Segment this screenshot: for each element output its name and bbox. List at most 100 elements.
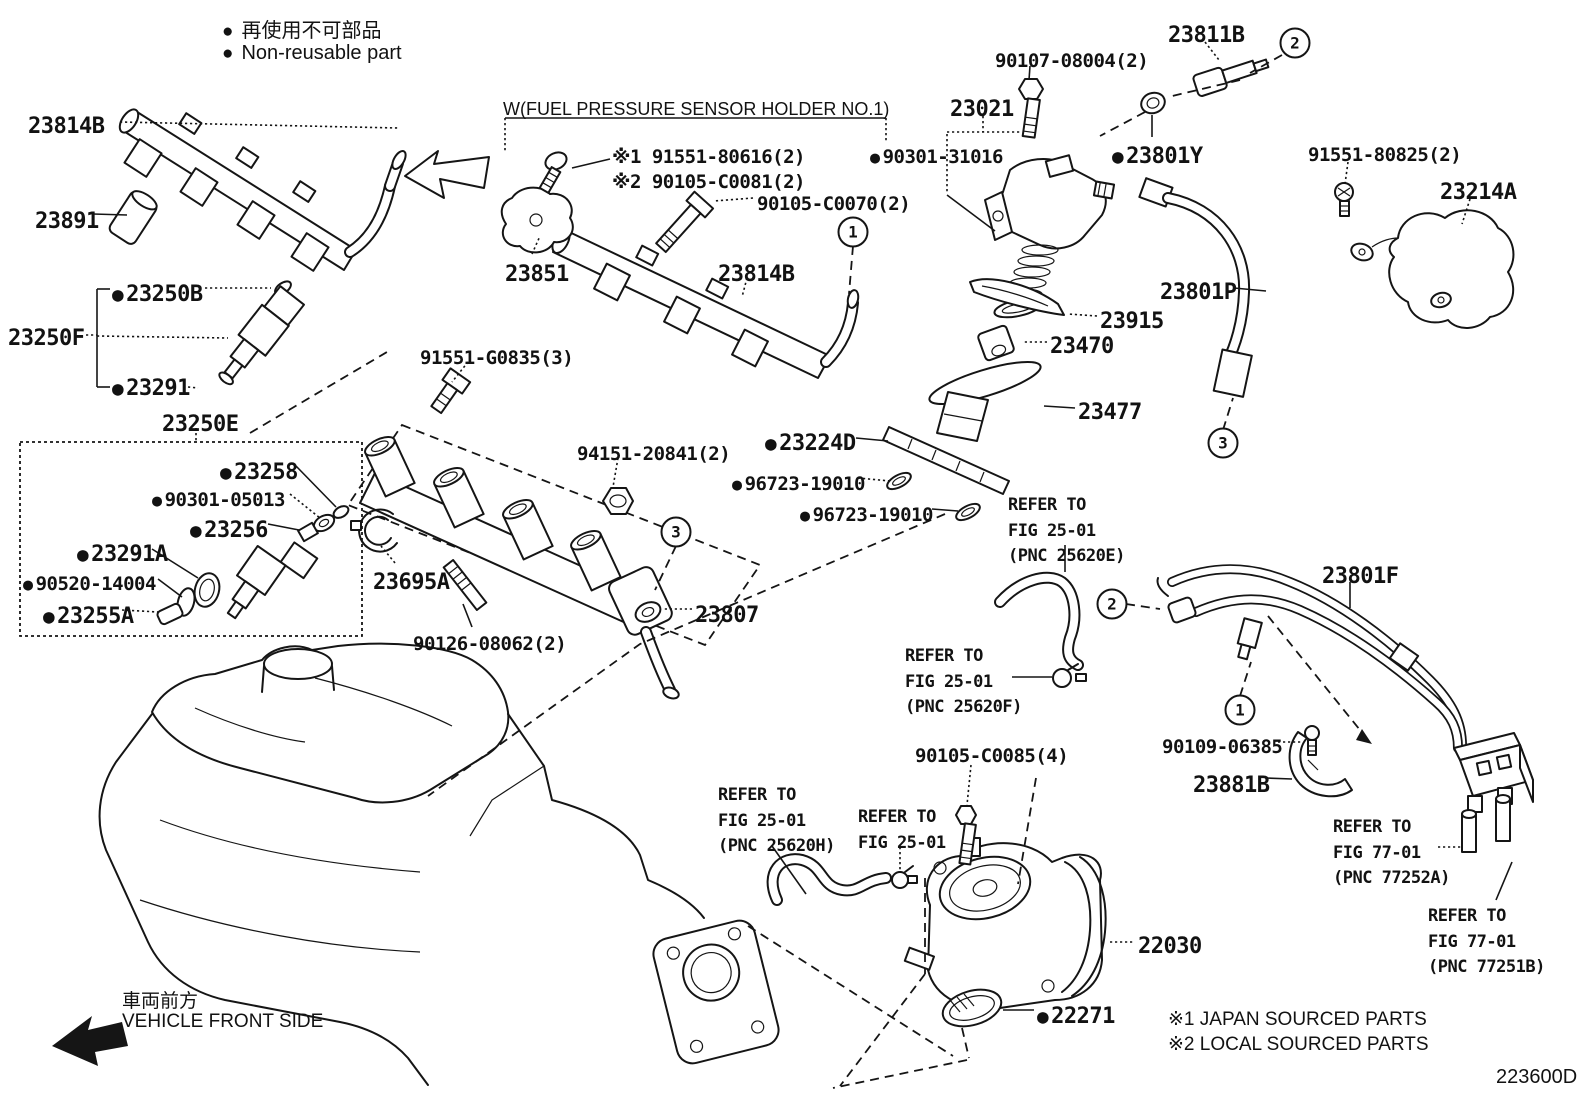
part-number-text: 23801P [1160, 280, 1237, 305]
part-label-22271: ●22271 [1037, 1000, 1115, 1033]
part-label-23250f: 23250F [8, 322, 85, 355]
part-number-text: 23891 [35, 209, 99, 234]
part-number-text: 96723-19010 [812, 504, 934, 526]
o-ring-23801y [1140, 91, 1166, 115]
bracket-23881b [1288, 731, 1353, 798]
o-ring-96723-19010-b [955, 502, 981, 522]
legend-non-reusable-en: ●Non-reusable part [222, 42, 402, 65]
heat-shield-23214a [1350, 209, 1515, 329]
hose-clamp-pnc25620f [1052, 663, 1087, 688]
fuel-pipe-assy-23801f [1156, 564, 1534, 813]
part-number-text: ※1 91551-80616(2) [612, 146, 806, 168]
part-number-text: REFER TO FIG 25-01 (PNC 25620F) [905, 646, 1022, 717]
non-reusable-bullet-icon: ● [1112, 145, 1124, 168]
part-label-23256: ●23256 [190, 514, 268, 547]
part-label-refer-fig25-01-pnc25620e: REFER TO FIG 25-01 (PNC 25620E) [1008, 493, 1125, 570]
part-label-23214a: 23214A [1440, 176, 1517, 209]
non-reusable-bullet-icon: ● [152, 490, 162, 510]
part-number-text: 23214A [1440, 180, 1517, 205]
injector-23250f [218, 280, 306, 386]
part-label-96723-19010-2: ●96723-19010 [800, 501, 933, 530]
part-number-text: 23224D [779, 431, 856, 456]
delivery-pipe-23807-assy [359, 435, 680, 700]
sensor-holder-23851 [500, 186, 574, 254]
part-number-text: 23807 [695, 603, 759, 628]
hose-pnc25620h [766, 853, 892, 906]
part-label-23915: 23915 [1100, 305, 1164, 338]
part-label-23291: ●23291 [112, 372, 190, 405]
part-number-text: REFER TO FIG 77-01 (PNC 77251B) [1428, 906, 1545, 977]
part-label-23021: 23021 [950, 93, 1014, 126]
non-reusable-bullet-icon: ● [112, 283, 124, 306]
non-reusable-bullet-icon: ● [190, 519, 202, 542]
non-reusable-bullet-icon: ● [800, 505, 810, 525]
callout-circle-2: 2 [1096, 588, 1128, 620]
kit-box-23250e [19, 441, 363, 637]
part-label-23811b: 23811B [1168, 19, 1245, 52]
part-label-90126-08062: 90126-08062(2) [413, 630, 567, 659]
part-number-text: REFER TO FIG 25-01 (PNC 25620H) [718, 785, 835, 856]
non-reusable-bullet-icon: ● [732, 474, 742, 494]
screw-91551-80825 [1334, 182, 1354, 217]
part-label-90520-14004: ●90520-14004 [23, 570, 156, 599]
part-label-23695a: 23695A [373, 566, 450, 599]
part-number-text: REFER TO FIG 25-01 [858, 807, 946, 853]
part-label-90301-31016: ●90301-31016 [870, 143, 1003, 172]
part-number-text: 23250F [8, 326, 85, 351]
non-reusable-bullet-icon: ● [222, 43, 234, 64]
non-reusable-bullet-icon: ● [1037, 1005, 1049, 1028]
part-number-text: 23021 [950, 97, 1014, 122]
part-number-text: 23811B [1168, 23, 1245, 48]
part-number-text: 23256 [204, 518, 268, 543]
part-label-22030: 22030 [1138, 930, 1202, 963]
fuel-rail-upper-23814b [118, 108, 407, 272]
screw-90109-06385 [1304, 725, 1320, 756]
part-number-text: 91551-80825(2) [1308, 144, 1462, 166]
gasket-23915 [969, 278, 1065, 316]
part-label-90105-c0085: 90105-C0085(4) [915, 742, 1069, 771]
non-reusable-bullet-icon: ● [112, 377, 124, 400]
part-number-text: 23255A [57, 604, 134, 629]
part-label-23470: 23470 [1050, 330, 1114, 363]
callout-circle-3: 3 [660, 516, 692, 548]
part-number-text: 23851 [505, 262, 569, 287]
fuel-hose-23801p [1138, 177, 1253, 398]
o-ring-96723-19010-a [886, 471, 912, 491]
part-label-23291a: ●23291A [77, 538, 168, 571]
part-label-refer-fig77-01-pnc77252a: REFER TO FIG 77-01 (PNC 77252A) [1333, 815, 1450, 892]
engine-block [98, 642, 780, 1086]
part-number-text: 23250B [126, 282, 203, 307]
part-label-23477: 23477 [1078, 396, 1142, 429]
part-number-text: 90105-C0085(4) [915, 745, 1069, 767]
part-number-text: 23477 [1078, 400, 1142, 425]
part-number-text: 22030 [1138, 934, 1202, 959]
part-label-23258: ●23258 [220, 456, 298, 489]
part-label-90301-05013: ●90301-05013 [152, 486, 285, 515]
part-label-23814b-center: 23814B [718, 258, 795, 291]
part-23891-cylinder [108, 190, 158, 245]
part-number-text: 22271 [1051, 1004, 1115, 1029]
figure-code: 223600D [1496, 1066, 1578, 1088]
part-number-text: 90301-31016 [882, 146, 1004, 168]
holder-23477 [928, 360, 1042, 442]
non-reusable-bullet-icon: ● [220, 461, 232, 484]
part-number-text: 90109-06385 [1162, 736, 1283, 758]
part-label-91551-80825: 91551-80825(2) [1308, 141, 1462, 170]
fuel-rail-center-23814b [551, 227, 860, 379]
part-number-text: 23695A [373, 570, 450, 595]
part-label-23881b: 23881B [1193, 769, 1270, 802]
leader-lines [86, 41, 1513, 1011]
source-note-local: ※2 LOCAL SOURCED PARTS [1168, 1034, 1429, 1055]
non-reusable-bullet-icon: ● [870, 147, 880, 167]
pointer-arrow-outline [404, 150, 490, 199]
part-label-90107-08004: 90107-08004(2) [995, 47, 1149, 76]
part-number-text: 90107-08004(2) [995, 50, 1149, 72]
part-label-91551-80616: ※1 91551-80616(2) [612, 143, 806, 172]
part-label-refer-fig25-01-pnc25620f: REFER TO FIG 25-01 (PNC 25620F) [905, 644, 1022, 721]
nut-94151-20841 [602, 487, 634, 515]
vehicle-front-label-en: VEHICLE FRONT SIDE [122, 1011, 324, 1032]
part-label-23801p: 23801P [1160, 276, 1237, 309]
screw-91551-80616 [538, 151, 568, 194]
bolt-90105-c0085 [955, 805, 977, 866]
part-label-fuel-sensor-holder-note: W(FUEL PRESSURE SENSOR HOLDER NO.1) [503, 96, 889, 123]
